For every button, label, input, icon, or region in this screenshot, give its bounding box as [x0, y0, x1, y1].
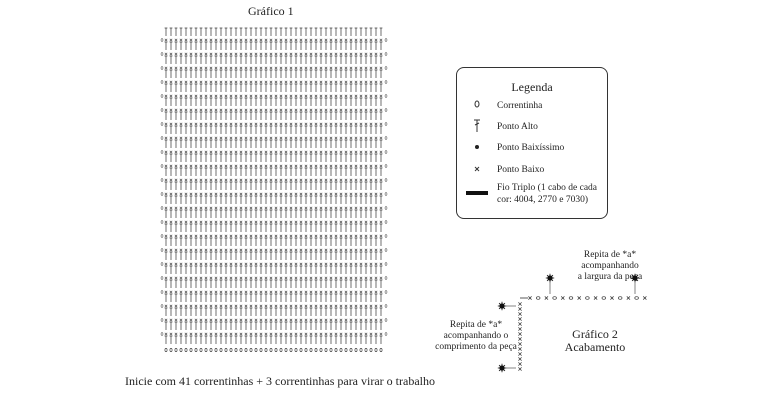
legend-label-fio-triplo-line2: cor: 4004, 2770 e 7030) — [497, 195, 589, 205]
slip-stitch-icon — [467, 142, 487, 155]
legend-title: Legenda — [511, 80, 553, 94]
chain-icon — [467, 99, 487, 112]
grafico-1-title: Gráfico 1 — [248, 4, 294, 18]
grafico-1-caption: Inicie com 41 correntinhas + 3 correntin… — [125, 374, 435, 388]
triple-yarn-icon — [465, 189, 489, 200]
single-crochet-icon — [467, 164, 487, 177]
note-length-line2: acompanhando o — [443, 331, 509, 341]
note-width-line1: Repita de *a* — [583, 250, 637, 260]
grafico-2-subtitle: Acabamento — [564, 340, 626, 354]
legend-label-ponto-baixissimo: Ponto Baixíssimo — [497, 143, 565, 153]
legend-box: Legenda Correntinha Ponto Alto Ponto Bai… — [456, 67, 608, 219]
grafico-1-stitch-chart — [160, 27, 388, 352]
grafico-2-acabamento: Repita de *a* acompanhando a largura da … — [420, 240, 760, 390]
note-length: Repita de *a* acompanhando o comprimento… — [424, 320, 528, 353]
legend-label-fio-triplo: Fio Triplo (1 cabo de cada cor: 4004, 27… — [497, 182, 597, 206]
note-width-line2: acompanhando — [581, 261, 639, 271]
legend-label-ponto-alto: Ponto Alto — [497, 122, 538, 132]
legend-label-ponto-baixo: Ponto Baixo — [497, 165, 545, 175]
grafico-2-title: Gráfico 2 Acabamento — [550, 328, 640, 354]
legend-label-correntinha: Correntinha — [497, 101, 543, 111]
double-crochet-icon — [467, 119, 487, 136]
legend-label-fio-triplo-line1: Fio Triplo (1 cabo de cada — [497, 183, 598, 193]
note-width: Repita de *a* acompanhando a largura da … — [550, 250, 670, 283]
grafico-2-edge-chart — [497, 273, 647, 373]
note-length-line3: comprimento da peça — [435, 342, 517, 352]
note-width-line3: a largura da peça — [577, 272, 643, 282]
grafico-2-title-line: Gráfico 2 — [572, 327, 618, 341]
note-length-line1: Repita de *a* — [449, 320, 503, 330]
